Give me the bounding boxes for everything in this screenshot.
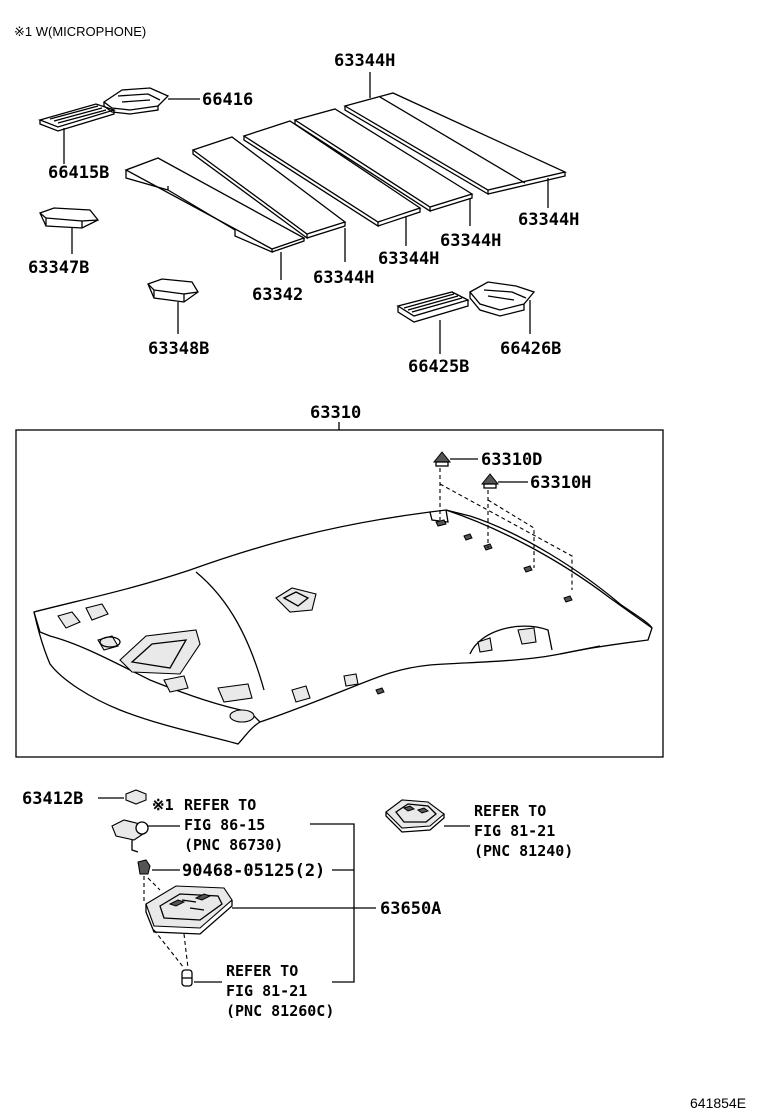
ref-mic-line2: FIG 86-15 <box>184 816 265 834</box>
label-63650A: 63650A <box>380 899 441 919</box>
pad-66415B <box>37 103 117 132</box>
ref-lamp-line3: (PNC 81240) <box>474 842 573 860</box>
ref-mic-line3: (PNC 86730) <box>184 836 283 854</box>
label-63347B: 63347B <box>28 258 89 278</box>
board-63344H-1 <box>191 136 347 240</box>
label-66426B: 66426B <box>500 339 561 359</box>
map-lamp-63650A <box>145 885 233 935</box>
microphone-part <box>111 819 149 853</box>
label-66415B: 66415B <box>48 163 109 183</box>
room-lamp-part <box>385 799 445 833</box>
illustration-code: 641854E <box>690 1095 746 1111</box>
label-63344H-right: 63344H <box>518 210 579 230</box>
clip-63412B <box>125 789 147 805</box>
label-63344H-top: 63344H <box>334 51 395 71</box>
clip-63310D <box>432 451 452 467</box>
label-63342: 63342 <box>252 285 303 305</box>
ref-mic-line1: REFER TO <box>184 796 256 814</box>
ref-lamp-line2: FIG 81-21 <box>474 822 555 840</box>
ref-bulb-line2: FIG 81-21 <box>226 982 307 1000</box>
ref-bulb-line1: REFER TO <box>226 962 298 980</box>
label-63344H-center: 63344H <box>378 249 439 269</box>
ref-mic-mark: ※1 <box>152 796 174 814</box>
pad-63347B <box>39 207 100 229</box>
screw-90468 <box>137 859 151 875</box>
ref-bulb-line3: (PNC 81260C) <box>226 1002 334 1020</box>
bracket-66416 <box>102 87 170 115</box>
label-63310H: 63310H <box>530 473 591 493</box>
bulb-part <box>181 969 193 987</box>
bracket-66426B <box>468 281 536 317</box>
ref-lamp-line1: REFER TO <box>474 802 546 820</box>
board-63344H-2 <box>242 120 422 228</box>
label-63310: 63310 <box>310 403 361 423</box>
board-63344H-4 <box>343 92 567 196</box>
clip-63310H <box>480 473 500 489</box>
headliner-63310 <box>33 509 653 745</box>
label-63310D: 63310D <box>481 450 542 470</box>
headliner-frame <box>15 429 664 758</box>
label-63344H-mid: 63344H <box>440 231 501 251</box>
label-63412B: 63412B <box>22 789 83 809</box>
label-63348B: 63348B <box>148 339 209 359</box>
pad-66425B <box>396 291 470 323</box>
header-note: ※1 W(MICROPHONE) <box>14 24 146 39</box>
label-63344H-left: 63344H <box>313 268 374 288</box>
label-66425B: 66425B <box>408 357 469 377</box>
board-63344H-3 <box>293 108 474 213</box>
board-63342 <box>124 157 306 253</box>
label-66416: 66416 <box>202 90 253 110</box>
label-90468: 90468-05125(2) <box>182 861 325 881</box>
pad-63348B <box>147 278 199 303</box>
